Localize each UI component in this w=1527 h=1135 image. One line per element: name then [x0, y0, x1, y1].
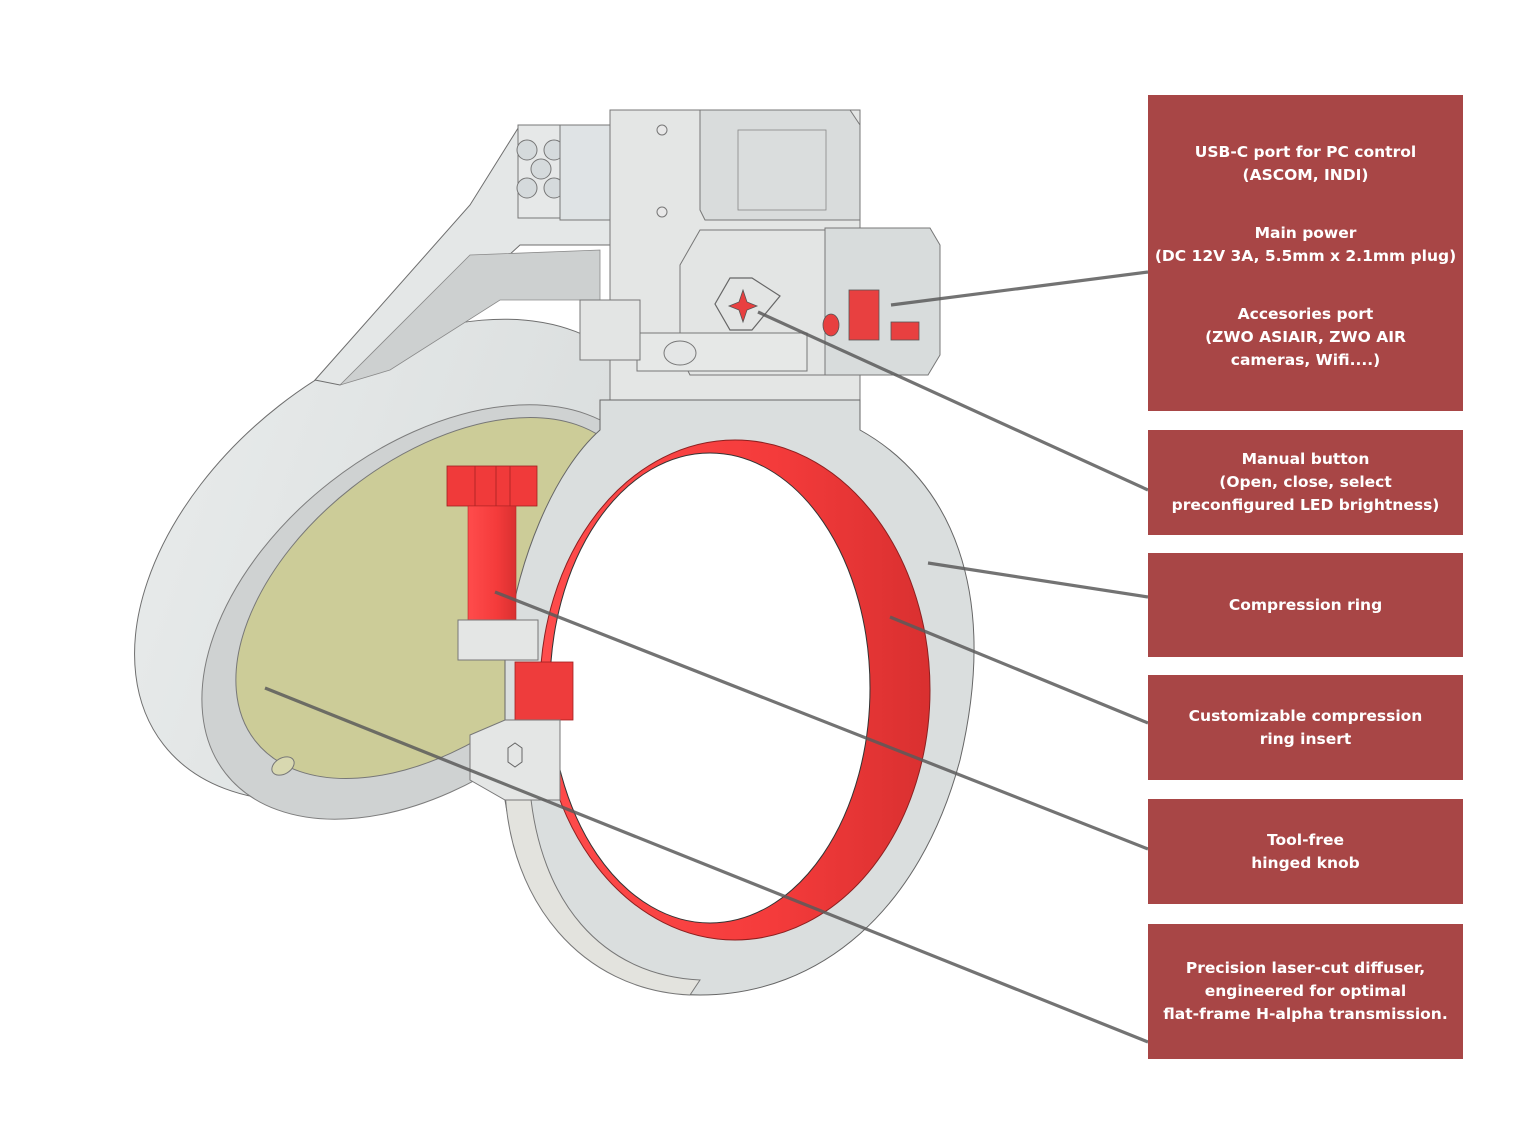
- led-cluster: [516, 124, 613, 221]
- callout-title: Accesories port: [1237, 304, 1374, 323]
- callout-compression-ring: Compression ring: [1148, 553, 1463, 657]
- hinged-knob[interactable]: [446, 465, 574, 721]
- callout-group-usb: USB-C port for PC control (ASCOM, INDI): [1195, 141, 1416, 187]
- leader-line-ring-insert: [889, 615, 1149, 725]
- lid-hole: [271, 756, 295, 776]
- leader-line-compression-ring: [927, 561, 1149, 599]
- callout-group-power: Main power (DC 12V 3A, 5.5mm x 2.1mm plu…: [1155, 222, 1456, 268]
- leader-line-ports: [890, 270, 1149, 307]
- leader-line-diffuser: [264, 686, 1149, 1044]
- callout-ports: USB-C port for PC control (ASCOM, INDI) …: [1148, 95, 1463, 411]
- callout-line: Compression ring: [1228, 595, 1383, 614]
- leader-line-manual-button: [757, 310, 1149, 492]
- accessories-port-icon: [822, 313, 840, 337]
- callout-line: Tool-free: [1267, 830, 1344, 849]
- leader-line-hinged-knob: [494, 590, 1149, 851]
- callout-line: hinged knob: [1251, 853, 1360, 872]
- callout-hinged-knob: Tool-free hinged knob: [1148, 799, 1463, 904]
- callout-title: USB-C port for PC control: [1194, 142, 1417, 161]
- compression-ring: [504, 399, 975, 996]
- callout-line: Manual button: [1241, 450, 1370, 468]
- controller-housing: [579, 109, 941, 401]
- callout-line: engineered for optimal: [1204, 982, 1407, 1000]
- manual-button-icon[interactable]: [727, 288, 759, 324]
- callout-detail: (ASCOM, INDI): [1242, 165, 1369, 184]
- usb-c-port-icon: [890, 321, 920, 341]
- leader-lines: [264, 270, 1149, 1044]
- callout-line: ring insert: [1259, 729, 1352, 748]
- callout-line: Precision laser-cut diffuser,: [1185, 959, 1426, 977]
- callout-line: Customizable compression: [1188, 706, 1423, 725]
- callout-manual-button: Manual button (Open, close, select preco…: [1148, 430, 1463, 535]
- hex-screw-icon: [507, 742, 523, 768]
- callout-ring-insert: Customizable compression ring insert: [1148, 675, 1463, 780]
- callout-line: (Open, close, select: [1219, 473, 1392, 491]
- callout-group-accessories: Accesories port (ZWO ASIAIR, ZWO AIR cam…: [1205, 303, 1406, 372]
- callout-detail: (DC 12V 3A, 5.5mm x 2.1mm plug): [1154, 246, 1457, 265]
- callout-detail: cameras, Wifi....): [1230, 350, 1381, 369]
- callout-line: preconfigured LED brightness): [1171, 496, 1440, 514]
- power-port-icon: [848, 289, 880, 341]
- callout-line: flat-frame H-alpha transmission.: [1163, 1005, 1448, 1023]
- callout-title: Main power: [1254, 223, 1357, 242]
- callout-detail: (ZWO ASIAIR, ZWO AIR: [1205, 327, 1406, 346]
- callout-diffuser: Precision laser-cut diffuser, engineered…: [1148, 924, 1463, 1059]
